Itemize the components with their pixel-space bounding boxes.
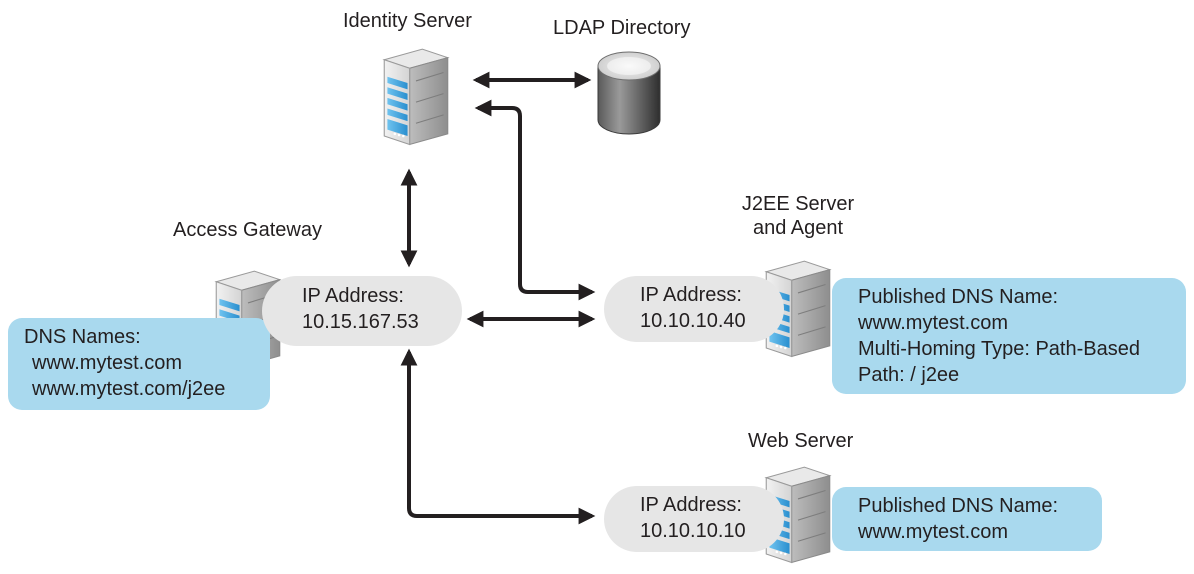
ldap-directory-title: LDAP Directory xyxy=(553,17,691,39)
access-gateway-title: Access Gateway xyxy=(173,219,322,241)
j2ee-title-line2: and Agent xyxy=(752,217,844,239)
arrow-identity-j2ee xyxy=(474,99,596,301)
ip-address-value: 10.10.10.40 xyxy=(640,310,746,332)
access-gateway-ip-pill: IP Address: 10.15.167.53 xyxy=(262,276,462,346)
info-line: www.mytest.com xyxy=(858,312,1009,334)
j2ee-published-dns-box: Published DNS Name: www.mytest.com Multi… xyxy=(832,278,1186,394)
info-line: Multi-Homing Type: Path-Based xyxy=(858,338,1140,360)
j2ee-title-line1: J2EE Server xyxy=(741,193,855,215)
ip-address-label: IP Address: xyxy=(640,284,742,306)
ip-address-value: 10.15.167.53 xyxy=(302,311,419,333)
identity-server-title: Identity Server xyxy=(343,10,472,32)
web-server-ip-pill: IP Address: 10.10.10.10 xyxy=(604,486,784,552)
arrow-gateway-web xyxy=(400,348,596,525)
info-line: Path: / j2ee xyxy=(858,364,960,386)
info-line: www.mytest.com xyxy=(858,521,1009,543)
web-server-title: Web Server xyxy=(748,430,854,452)
dns-names-title: DNS Names: xyxy=(24,326,141,348)
ip-address-label: IP Address: xyxy=(302,285,404,307)
access-gateway-dns-box: DNS Names: www.mytest.com www.mytest.com… xyxy=(8,318,270,410)
database-icon xyxy=(597,51,661,135)
web-server-published-dns-box: Published DNS Name: www.mytest.com xyxy=(832,487,1102,551)
dns-name: www.mytest.com/j2ee xyxy=(32,378,226,400)
info-line: Published DNS Name: xyxy=(858,495,1059,517)
j2ee-ip-pill: IP Address: 10.10.10.40 xyxy=(604,276,784,342)
dns-name: www.mytest.com xyxy=(32,352,183,374)
identity-server-icon xyxy=(383,48,449,145)
ip-address-label: IP Address: xyxy=(640,494,742,516)
j2ee-server-title: J2EE Server and Agent xyxy=(730,192,866,240)
ip-address-value: 10.10.10.10 xyxy=(640,520,746,542)
info-line: Published DNS Name: xyxy=(858,286,1059,308)
